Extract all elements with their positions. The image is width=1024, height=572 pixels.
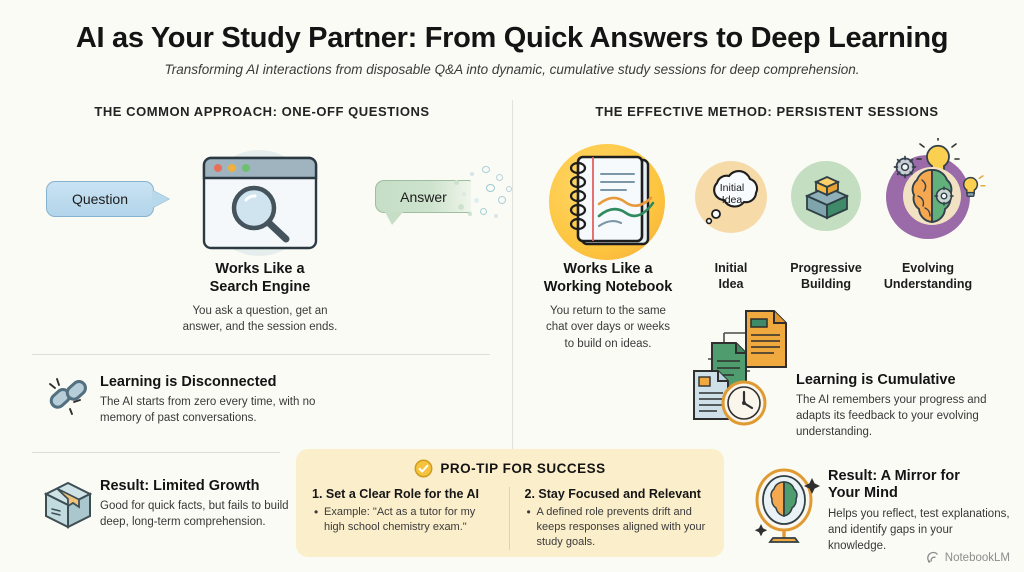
left-point-1-body: The AI starts from zero every time, with… xyxy=(100,396,316,425)
left-divider-1 xyxy=(32,354,490,355)
left-hero-body-line2: answer, and the session ends. xyxy=(182,321,338,334)
browser-search-icon xyxy=(202,156,318,250)
thought-bubble-icon xyxy=(705,170,759,225)
right-column-heading: THE EFFECTIVE METHOD: PERSISTENT SESSION… xyxy=(595,104,939,119)
right-point-1-title: Learning is Cumulative xyxy=(796,372,956,388)
protip-columns: 1. Set a Clear Role for the AI Example: … xyxy=(312,487,708,550)
protip-header: PRO-TIP FOR SUCCESS xyxy=(312,459,708,478)
right-hero-title-line2: Working Notebook xyxy=(543,278,673,295)
question-bubble-tail xyxy=(152,190,169,208)
stage-3-caption-line2: Understanding xyxy=(883,276,973,291)
right-point-1: Learning is Cumulative The AI remembers … xyxy=(796,372,1008,441)
answer-bubble: Answer xyxy=(375,180,471,213)
mirror-brain-icon xyxy=(754,468,820,543)
working-notebook-icon xyxy=(569,155,655,246)
right-point-2-body: Helps you reflect, test explanations, an… xyxy=(828,507,1010,552)
right-hero-body-line3: to build on ideas. xyxy=(564,337,652,350)
stacked-blocks-icon xyxy=(804,176,850,220)
check-circle-icon xyxy=(414,459,433,478)
page-title: AI as Your Study Partner: From Quick Ans… xyxy=(75,22,949,54)
left-point-2-body: Good for quick facts, but fails to build… xyxy=(100,500,289,529)
stage-caption-evolving-understanding: Evolving Understanding xyxy=(866,261,990,292)
protip-title: PRO-TIP FOR SUCCESS xyxy=(440,461,606,476)
notebooklm-label: NotebookLM xyxy=(944,551,1010,564)
closed-box-icon xyxy=(43,481,93,529)
right-point-2: Result: A Mirror for Your Mind Helps you… xyxy=(828,468,1013,554)
left-point-2: Result: Limited Growth Good for quick fa… xyxy=(100,478,290,531)
left-divider-2 xyxy=(32,452,280,453)
right-point-2-title-line1: Result: A Mirror for xyxy=(828,468,960,484)
brain-lightbulb-icon xyxy=(893,138,986,225)
page-subtitle: Transforming AI interactions from dispos… xyxy=(164,62,860,77)
right-hero-title-line1: Works Like a xyxy=(563,261,653,277)
notebooklm-watermark: NotebookLM xyxy=(926,551,1010,564)
protip-item-1-bullet: Example: "Act as a tutor for my high sch… xyxy=(312,504,496,535)
answer-bubble-tail xyxy=(385,212,403,225)
protip-item-2: 2. Stay Focused and Relevant A defined r… xyxy=(508,487,709,550)
left-hero-title-line2: Search Engine xyxy=(209,278,311,295)
stage-1-caption-line1: Initial xyxy=(714,261,748,275)
stage-3-caption-line1: Evolving xyxy=(901,261,955,275)
stage-1-caption-line2: Idea xyxy=(718,276,744,291)
stacked-documents-clock-icon xyxy=(693,310,787,426)
right-hero-text: Works Like a Working Notebook You return… xyxy=(528,261,688,352)
question-bubble: Question xyxy=(46,181,154,217)
protip-item-1: 1. Set a Clear Role for the AI Example: … xyxy=(312,487,509,550)
initial-idea-bubble-text: Initial Idea xyxy=(694,163,770,225)
left-point-2-title: Result: Limited Growth xyxy=(100,478,260,494)
right-hero-body-line2: chat over days or weeks xyxy=(545,321,670,334)
stage-caption-initial-idea: Initial Idea xyxy=(688,261,774,292)
left-hero-title-line1: Works Like a xyxy=(215,261,305,277)
left-hero-text: Works Like a Search Engine You ask a que… xyxy=(140,261,380,336)
left-point-1: Learning is Disconnected The AI starts f… xyxy=(100,374,330,427)
right-hero-body-line1: You return to the same xyxy=(550,305,666,318)
protip-panel: PRO-TIP FOR SUCCESS 1. Set a Clear Role … xyxy=(296,449,724,557)
left-point-1-title: Learning is Disconnected xyxy=(100,374,277,390)
protip-item-1-heading: 1. Set a Clear Role for the AI xyxy=(312,487,479,501)
right-point-1-body: The AI remembers your progress and adapt… xyxy=(796,394,987,439)
broken-chain-icon xyxy=(49,378,87,415)
left-column-heading: THE COMMON APPROACH: ONE-OFF QUESTIONS xyxy=(94,104,430,119)
stage-2-caption-line1: Progressive xyxy=(790,261,862,275)
stage-2-caption-line2: Building xyxy=(801,276,851,291)
left-hero-body-line1: You ask a question, get an xyxy=(192,305,328,318)
protip-item-2-bullet: A defined role prevents drift and keeps … xyxy=(525,504,709,550)
notebooklm-logo-icon xyxy=(926,551,938,563)
column-divider xyxy=(512,100,513,552)
right-point-2-title-line2: Your Mind xyxy=(828,485,898,502)
initial-idea-bubble-line1: Initial xyxy=(719,182,745,194)
protip-item-2-heading: 2. Stay Focused and Relevant xyxy=(524,487,701,501)
stage-caption-progressive-building: Progressive Building xyxy=(778,261,874,292)
answer-dissolve-particles xyxy=(452,162,512,224)
initial-idea-bubble-line2: Idea xyxy=(721,194,743,206)
